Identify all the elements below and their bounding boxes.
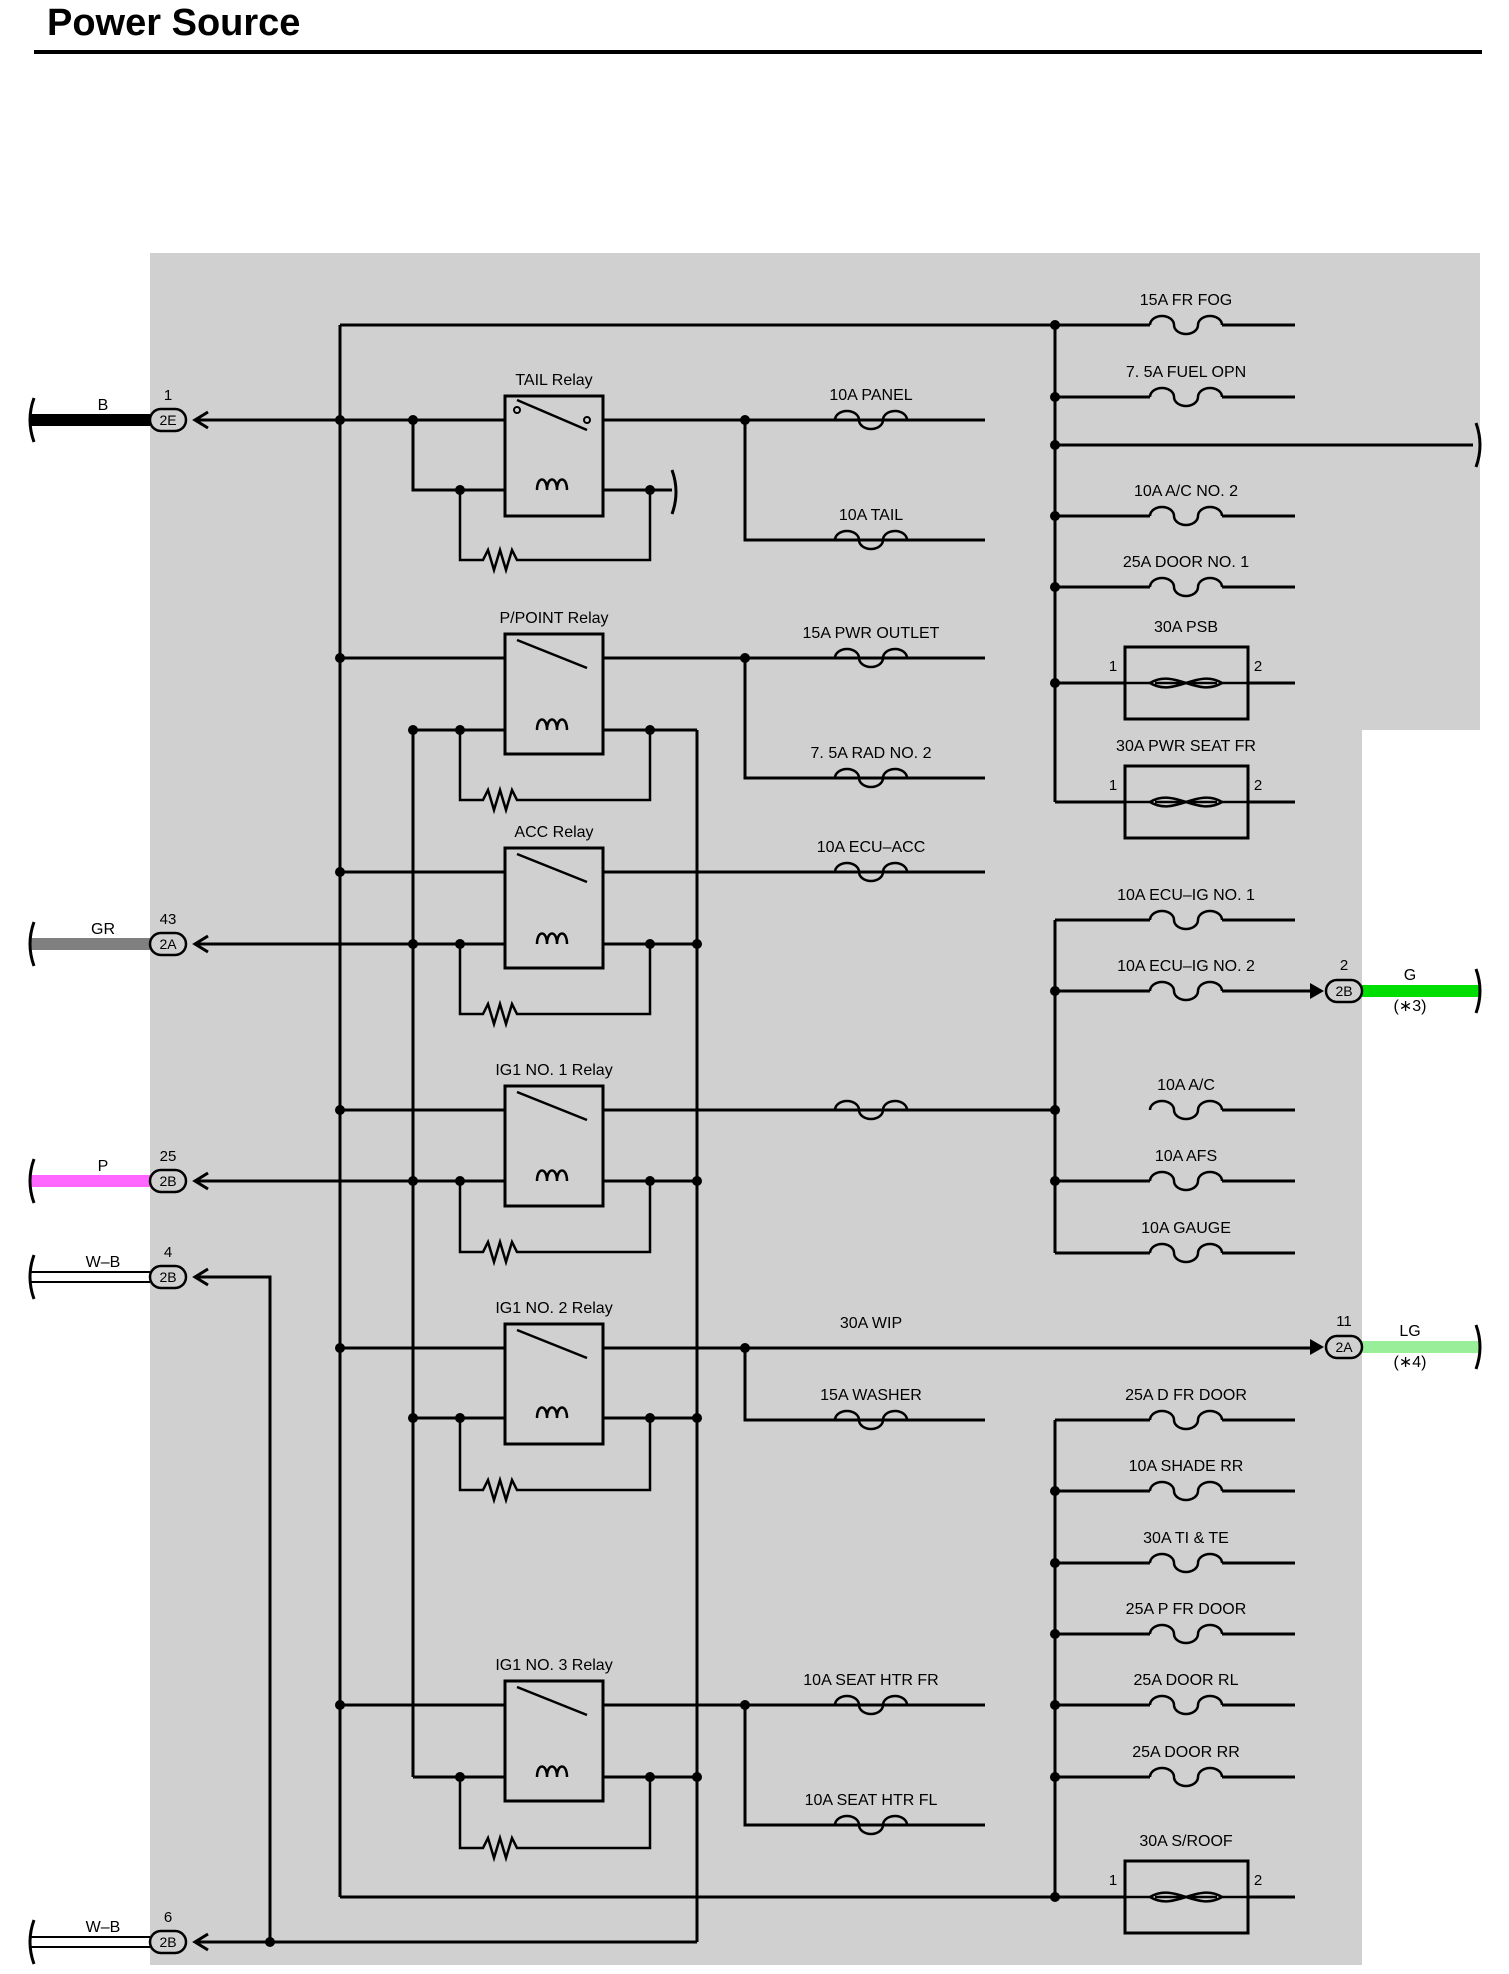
fuse-label: 10A SEAT HTR FR bbox=[803, 1672, 938, 1689]
page-title: Power Source bbox=[47, 2, 301, 44]
relay-ppoint bbox=[458, 632, 652, 815]
fuse-label: 10A TAIL bbox=[839, 507, 903, 524]
splice-dots bbox=[265, 320, 1060, 1947]
relay-tail bbox=[458, 394, 652, 575]
fusible-link-label: 30A PSB bbox=[1154, 619, 1218, 636]
fuse-label: 10A A/C bbox=[1157, 1077, 1215, 1094]
relay-label: TAIL Relay bbox=[515, 372, 592, 389]
wire-color-label: W–B bbox=[86, 1919, 121, 1936]
pin-number: 2 bbox=[1340, 957, 1348, 974]
pin-number: 1 bbox=[1109, 777, 1117, 794]
connector-2b-6: 2B bbox=[148, 1929, 209, 1955]
fuse-label: 15A FR FOG bbox=[1140, 292, 1232, 309]
connector-2b-2: 2B bbox=[1310, 978, 1364, 1004]
connector-label: 2E bbox=[159, 412, 176, 428]
pin-number: 11 bbox=[1336, 1313, 1352, 1330]
fuse-label: 10A ECU–IG NO. 1 bbox=[1117, 887, 1255, 904]
relay-label: IG1 NO. 1 Relay bbox=[495, 1062, 612, 1079]
pin-number: 1 bbox=[1109, 658, 1117, 675]
fuse-label: 15A PWR OUTLET bbox=[803, 625, 940, 642]
middle-fuse-symbols bbox=[833, 409, 909, 1836]
fuse-label: 10A SEAT HTR FL bbox=[805, 1792, 938, 1809]
relay-acc bbox=[458, 846, 652, 1029]
relay-label: IG1 NO. 3 Relay bbox=[495, 1657, 612, 1674]
pin-number: 43 bbox=[160, 911, 177, 928]
fusible-link-label: 30A PWR SEAT FR bbox=[1116, 738, 1256, 755]
fuse-label: 10A PANEL bbox=[829, 387, 912, 404]
wire-color-label: G bbox=[1404, 967, 1416, 984]
fuse-label: 15A WASHER bbox=[820, 1387, 922, 1404]
wire-color-label: LG bbox=[1399, 1323, 1420, 1340]
fuse-label: 10A AFS bbox=[1155, 1148, 1217, 1165]
fuse-label: 10A ECU–ACC bbox=[817, 839, 926, 856]
right-fuse-symbols bbox=[1148, 314, 1224, 1788]
fuse-label: 25A DOOR NO. 1 bbox=[1123, 554, 1249, 571]
fusible-link-psb bbox=[1123, 645, 1250, 721]
fuse-label: 25A DOOR RR bbox=[1132, 1744, 1240, 1761]
wire-note: (∗4) bbox=[1394, 1354, 1427, 1371]
wire-break-marks-right bbox=[670, 422, 1482, 1370]
relay-label: ACC Relay bbox=[514, 824, 593, 841]
fuse-label: 10A SHADE RR bbox=[1129, 1458, 1244, 1475]
connector-2a-11: 2A bbox=[1310, 1334, 1364, 1360]
fuse-label: 25A D FR DOOR bbox=[1125, 1387, 1247, 1404]
connector-label: 2A bbox=[159, 936, 177, 952]
connector-label: 2B bbox=[159, 1934, 176, 1950]
pin-number: 25 bbox=[160, 1148, 177, 1165]
fuse-label: 25A P FR DOOR bbox=[1126, 1601, 1247, 1618]
fuse-label: 30A WIP bbox=[840, 1315, 902, 1332]
wire-color-label: GR bbox=[91, 921, 115, 938]
pin-number: 4 bbox=[164, 1244, 172, 1261]
connector-label: 2B bbox=[1335, 983, 1352, 999]
connector-2b-4: 2B bbox=[148, 1264, 209, 1290]
connector-2b-25: 2B bbox=[148, 1168, 209, 1194]
fuse-label: 25A DOOR RL bbox=[1134, 1672, 1239, 1689]
fuse-label: 10A ECU–IG NO. 2 bbox=[1117, 958, 1255, 975]
relay-ig1-no3 bbox=[458, 1679, 652, 1863]
wire-color-label: B bbox=[98, 397, 109, 414]
pin-number: 1 bbox=[164, 387, 172, 404]
wire-color-label: W–B bbox=[86, 1254, 121, 1271]
connector-label: 2B bbox=[159, 1173, 176, 1189]
relay-ig1-no1 bbox=[458, 1084, 652, 1267]
relay-label: IG1 NO. 2 Relay bbox=[495, 1300, 612, 1317]
connector-label: 2A bbox=[1335, 1339, 1353, 1355]
fuse-label: 30A TI & TE bbox=[1143, 1530, 1229, 1547]
fuse-label: 7. 5A FUEL OPN bbox=[1126, 364, 1246, 381]
connector-2e-1: 2E bbox=[148, 407, 209, 433]
relay-ig1-no2 bbox=[458, 1322, 652, 1505]
fusible-link-label: 30A S/ROOF bbox=[1139, 1833, 1233, 1850]
connector-label: 2B bbox=[159, 1269, 176, 1285]
fuse-label: 10A GAUGE bbox=[1141, 1220, 1231, 1237]
title-divider bbox=[34, 50, 1482, 54]
relay-label: P/POINT Relay bbox=[499, 610, 608, 627]
pin-number: 6 bbox=[164, 1909, 172, 1926]
fuse-label: 7. 5A RAD NO. 2 bbox=[811, 745, 932, 762]
wiring-traces bbox=[198, 323, 1473, 1944]
pin-number: 2 bbox=[1254, 777, 1262, 794]
fuse-label: 10A A/C NO. 2 bbox=[1134, 483, 1238, 500]
pin-number: 1 bbox=[1109, 1872, 1117, 1889]
connector-2a-43: 2A bbox=[148, 931, 209, 957]
wire-color-label: P bbox=[98, 1158, 109, 1175]
pin-number: 2 bbox=[1254, 1872, 1262, 1889]
wire-break-marks-left bbox=[28, 397, 36, 1965]
wire-note: (∗3) bbox=[1394, 998, 1427, 1015]
fusible-link-s-roof bbox=[1123, 1859, 1250, 1935]
pin-number: 2 bbox=[1254, 658, 1262, 675]
fusible-link-pwr-seat-fr bbox=[1123, 764, 1250, 840]
